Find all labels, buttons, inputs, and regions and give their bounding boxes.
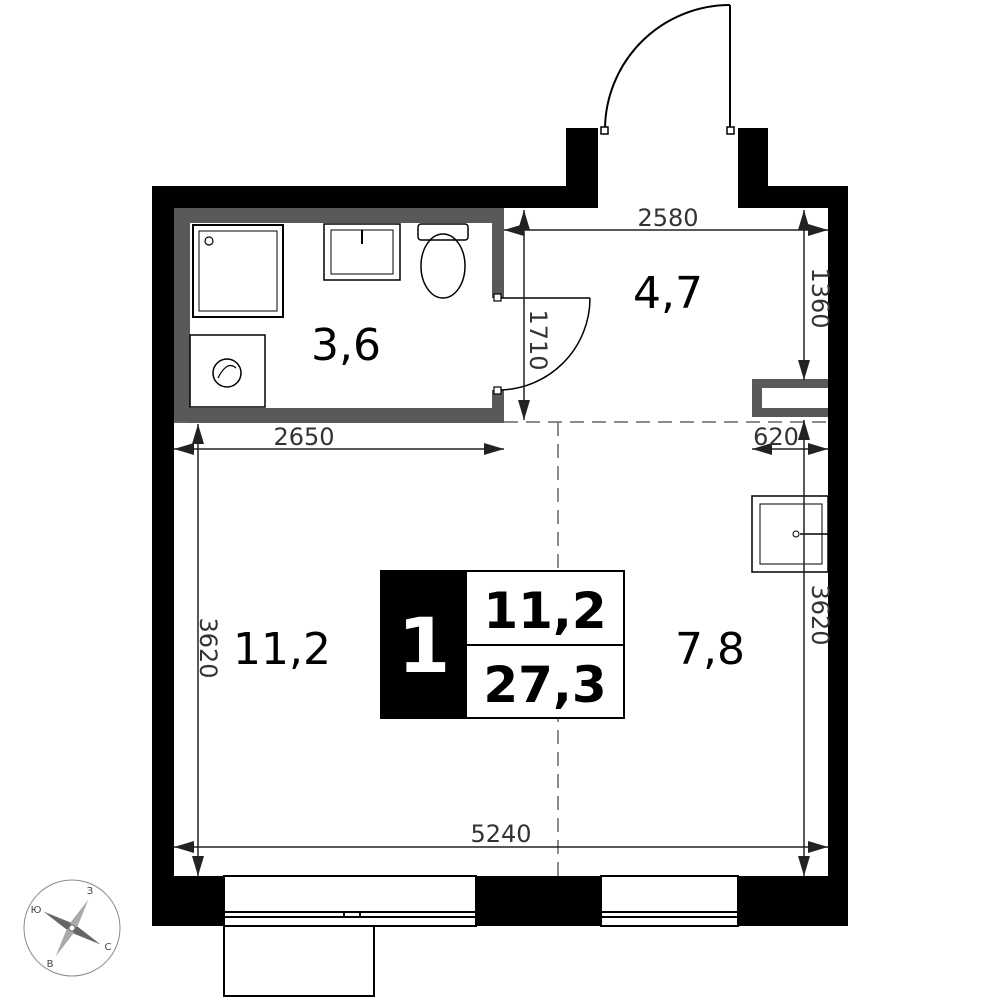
washing-machine [189,334,266,408]
compass: Ю З С В [23,879,121,977]
dim-niche-width: 620 [753,423,799,451]
entry-door [600,4,735,135]
room-bathroom-area: 3,6 [311,320,381,371]
bathroom-partitions [174,208,504,423]
toilet [417,223,469,299]
compass-east: В [47,959,54,970]
apartment-summary-badge: 1 11,2 27,3 [380,570,625,719]
dim-bath-door-gap: 1710 [524,309,552,370]
sink [323,223,401,281]
bathroom-door [493,293,591,395]
dim-right-depth: 3620 [806,584,834,645]
compass-north: С [105,942,112,953]
windows [223,875,739,927]
rooms-count: 1 [398,601,451,690]
living-area-value: 11,2 [483,582,606,640]
compass-south: Ю [31,905,42,916]
closet [752,379,828,417]
dim-hall-depth: 1360 [806,267,834,328]
dim-total-width: 5240 [470,820,531,848]
room-hall-area: 4,7 [633,268,703,319]
room-living-area: 11,2 [233,624,331,675]
room-kitchen-area: 7,8 [675,624,745,675]
compass-west: З [87,886,93,897]
dim-hall-width: 2580 [637,204,698,232]
exterior-walls [152,128,848,926]
dim-bathroom-width: 2650 [273,423,334,451]
kitchen-sink [751,495,829,573]
dimension-lines [174,210,828,876]
dim-left-depth: 3620 [194,617,222,678]
balcony [223,925,375,997]
shower-tray [192,224,284,318]
total-area-value: 27,3 [483,656,606,714]
